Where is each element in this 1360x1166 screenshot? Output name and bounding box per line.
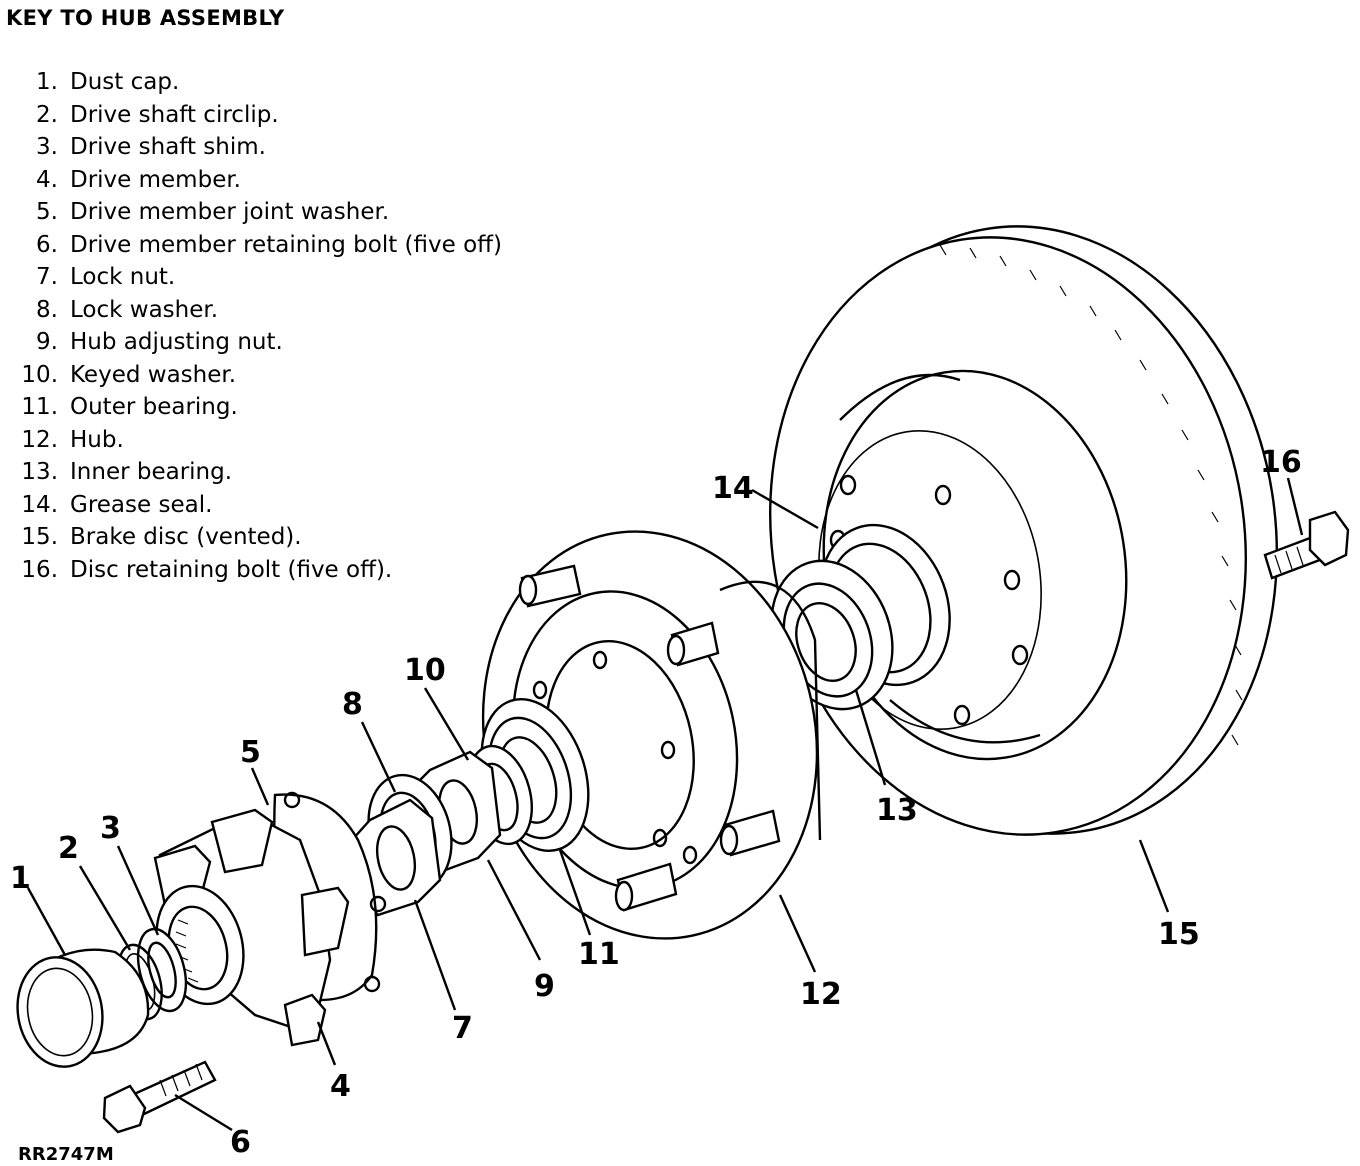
key-list: 1. Dust cap. 2. Drive shaft circlip. 3. Dri… (12, 66, 502, 586)
key-item-number: 1. (36, 69, 58, 95)
key-item-label: Drive shaft circlip. (70, 101, 279, 128)
key-item-number: 4. (36, 166, 58, 193)
key-item-number: 6. (36, 231, 58, 258)
callout-15: 15 (1158, 917, 1200, 952)
key-item: 10. Keyed washer. (12, 359, 502, 392)
key-item-number: 7. (36, 264, 58, 290)
key-title: KEY TO HUB ASSEMBLY (6, 6, 285, 30)
key-item: 1. Dust cap. (12, 66, 502, 99)
drawing-reference: RR2747M (18, 1144, 114, 1165)
key-item-number: 11. (21, 394, 58, 420)
key-item-label: Brake disc (vented). (70, 524, 302, 550)
key-item-label: Grease seal. (70, 491, 213, 518)
key-item-number: 9. (36, 329, 58, 355)
key-item-number: 5. (36, 199, 58, 225)
disc-retaining-bolt (1263, 510, 1350, 580)
callout-8: 8 (342, 687, 363, 722)
key-item-label: Drive member joint washer. (70, 199, 390, 225)
key-item-label: Drive shaft shim. (70, 134, 266, 160)
hub-bolt-holes (532, 650, 698, 865)
key-item-number: 8. (36, 296, 58, 323)
key-item-label: Drive member. (70, 166, 241, 193)
key-item: 14. Grease seal. (12, 489, 502, 522)
callout-9: 9 (534, 969, 555, 1004)
key-item: 13. Inner bearing. (12, 456, 502, 489)
key-item-label: Hub. (70, 426, 124, 453)
key-item: 16. Disc retaining bolt (five off). (12, 554, 502, 587)
callout-4: 4 (330, 1069, 351, 1104)
key-item-label: Hub adjusting nut. (70, 329, 283, 355)
key-item: 12. Hub. (12, 424, 502, 457)
callout-13: 13 (876, 793, 918, 828)
callout-7: 7 (452, 1011, 473, 1046)
key-item: 6. Drive member retaining bolt (five off) (12, 229, 502, 262)
key-item: 5. Drive member joint washer. (12, 196, 502, 229)
key-item-number: 10. (21, 361, 58, 388)
key-item-number: 2. (36, 101, 58, 128)
callout-14: 14 (712, 471, 754, 506)
key-item-number: 16. (21, 556, 58, 583)
callout-16: 16 (1260, 445, 1302, 480)
disc-vent-marks (939, 244, 1243, 746)
key-item: 15. Brake disc (vented). (12, 521, 502, 554)
callout-2: 2 (58, 831, 79, 866)
callout-1: 1 (10, 861, 31, 896)
key-item: 2. Drive shaft circlip. (12, 99, 502, 132)
callout-12: 12 (800, 977, 842, 1012)
callout-6: 6 (230, 1125, 251, 1160)
leader-lines (26, 477, 1304, 1132)
callout-10: 10 (404, 653, 446, 688)
key-item: 7. Lock nut. (12, 261, 502, 294)
key-item-label: Inner bearing. (70, 459, 233, 485)
key-item: 11. Outer bearing. (12, 391, 502, 424)
key-item-number: 14. (21, 491, 58, 518)
key-item-number: 12. (21, 426, 58, 453)
hub-wheel-studs (518, 564, 781, 912)
key-item-label: Dust cap. (70, 69, 180, 95)
key-item: 4. Drive member. (12, 164, 502, 197)
callout-labels: 1 2 3 4 5 6 7 8 9 10 11 12 13 14 15 16 (10, 445, 1302, 1160)
key-item-number: 13. (21, 459, 58, 485)
callout-5: 5 (240, 735, 261, 770)
callout-11: 11 (578, 937, 620, 972)
key-item-number: 3. (36, 134, 58, 160)
key-item: 8. Lock washer. (12, 294, 502, 327)
callout-3: 3 (100, 811, 121, 846)
drive-member (153, 808, 350, 1047)
key-item-label: Drive member retaining bolt (five off) (70, 231, 502, 258)
key-item: 9. Hub adjusting nut. (12, 326, 502, 359)
key-item: 3. Drive shaft shim. (12, 131, 502, 164)
key-item-label: Lock washer. (70, 296, 219, 323)
key-item-label: Outer bearing. (70, 394, 238, 420)
key-item-label: Keyed washer. (70, 361, 237, 388)
dust-cap (16, 948, 150, 1068)
drive-shaft-shim (136, 927, 188, 1013)
key-item-label: Disc retaining bolt (five off). (70, 556, 393, 583)
key-item-number: 15. (21, 524, 58, 550)
key-item-label: Lock nut. (70, 264, 176, 290)
drive-member-retaining-bolt (102, 1060, 217, 1134)
